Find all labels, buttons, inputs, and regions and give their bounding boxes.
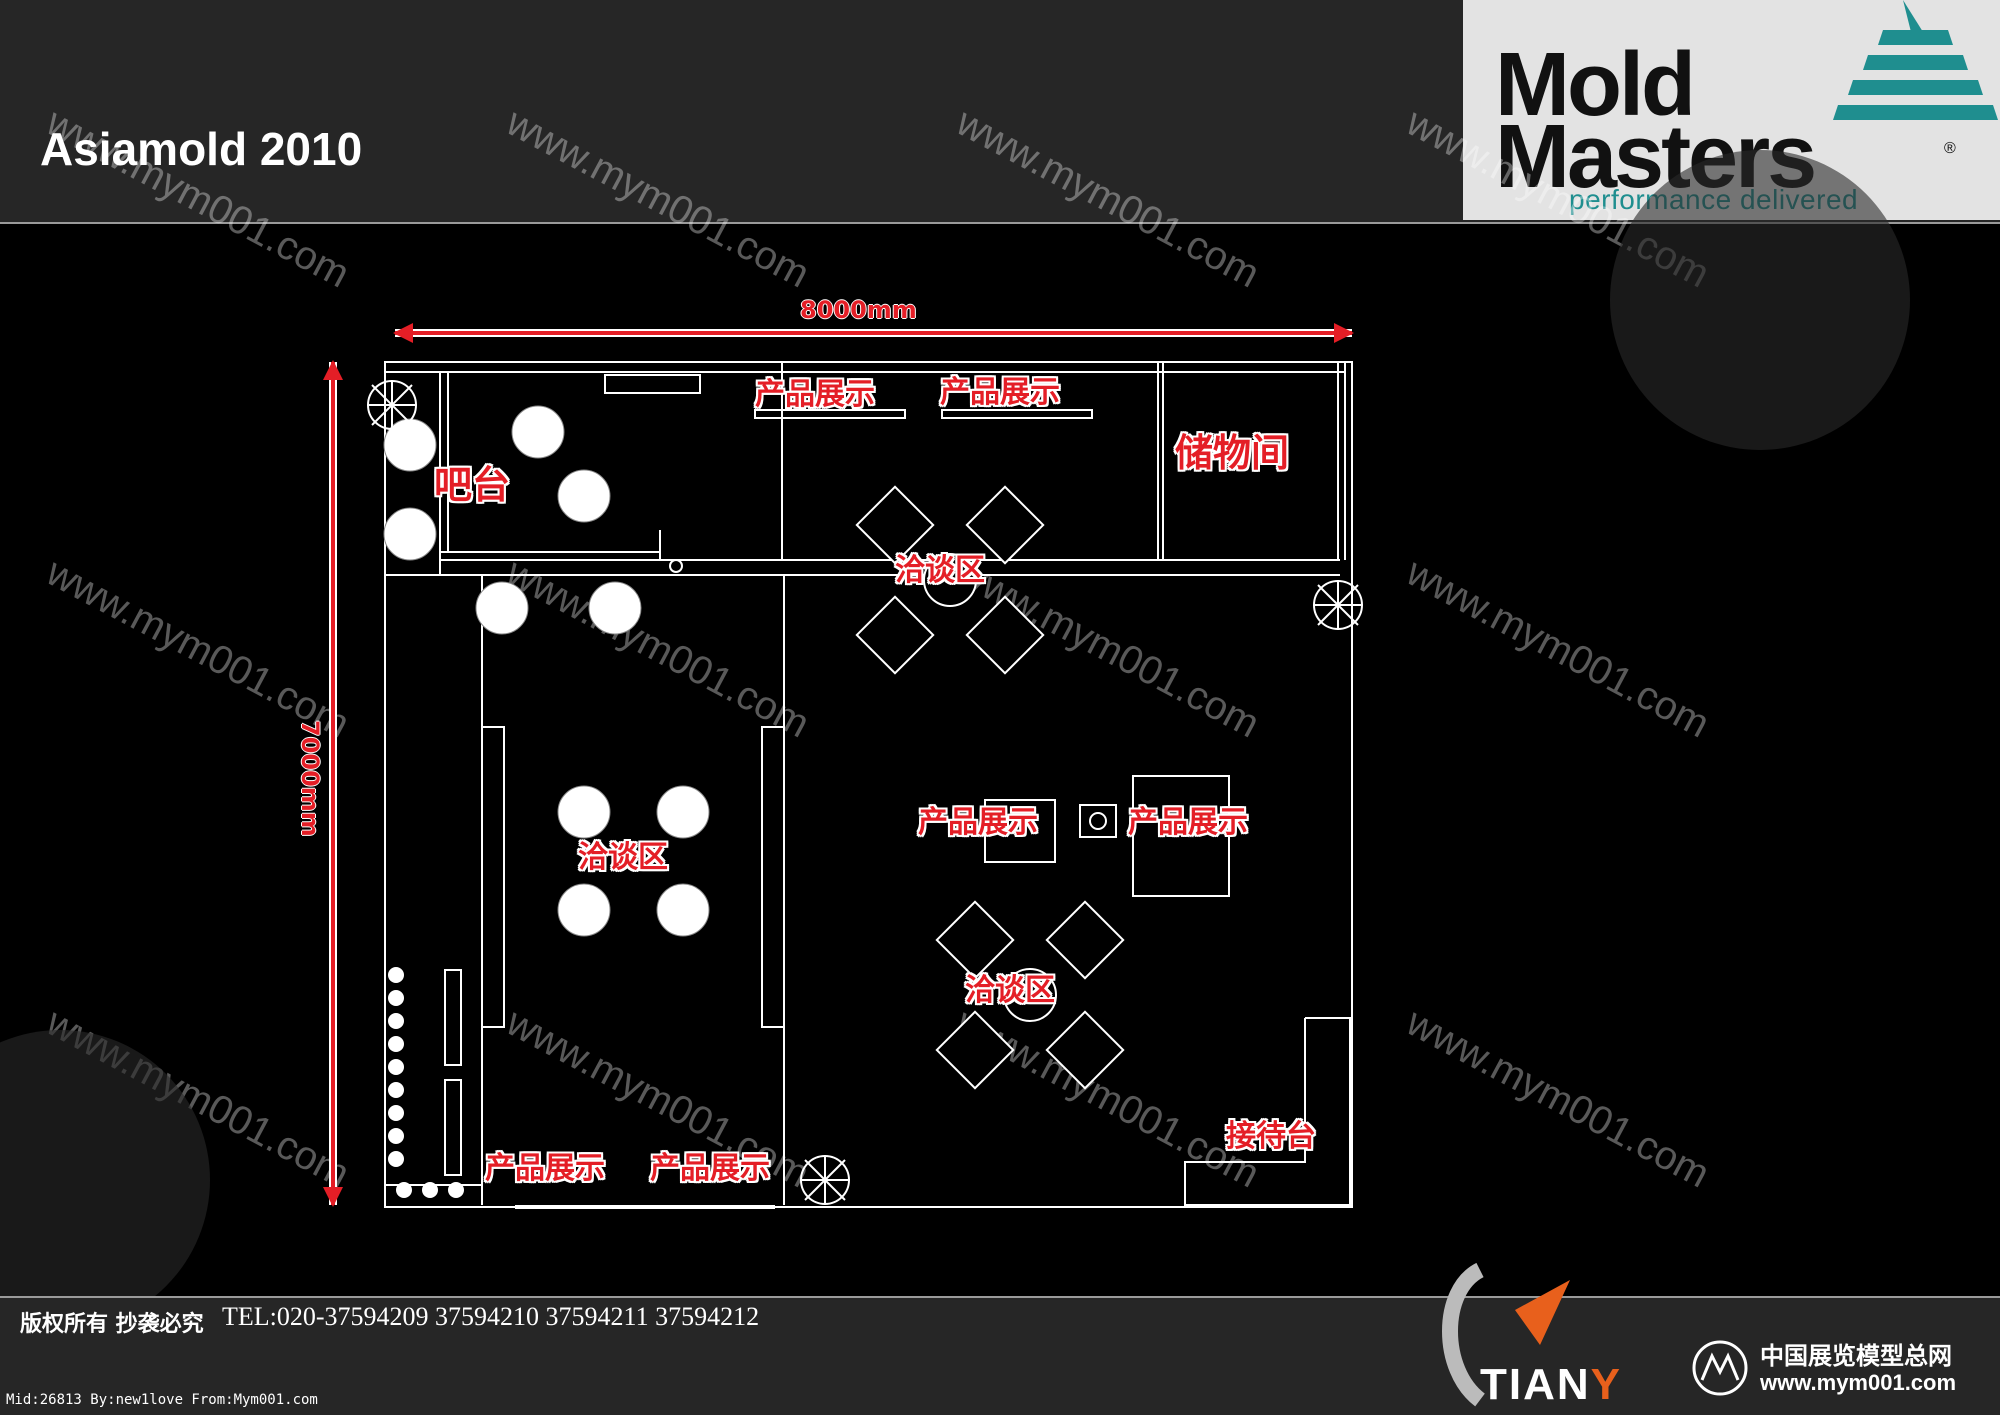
- zone-label-storage: 储物间: [1175, 431, 1290, 475]
- zone-label-display: 产品展示: [485, 1151, 605, 1186]
- logo-word-mold: Mold: [1495, 35, 1696, 135]
- logo-mark-icon: [1833, 0, 1998, 120]
- booth-outline: [384, 361, 1353, 1208]
- plant-icon: [367, 380, 1363, 1205]
- footer-divider: [0, 1296, 2000, 1298]
- chair-group-bottom: [935, 900, 1125, 1090]
- tianyi-brand-y: Y: [1590, 1360, 1623, 1409]
- zone-label-negotiation: 洽谈区: [578, 840, 668, 875]
- zone-label-display: 产品展示: [650, 1151, 770, 1186]
- mym-logo-icon: [1692, 1340, 1748, 1396]
- zone-label-display: 产品展示: [755, 377, 875, 412]
- tianyi-brand: TIANY: [1480, 1360, 1622, 1410]
- width-dimension-label: 8000mm: [800, 296, 917, 324]
- page-title: Asiamold 2010: [40, 123, 363, 175]
- chair-group-top: [855, 485, 1045, 675]
- zone-label-bar: 吧台: [434, 463, 511, 507]
- copyright-notice: 版权所有 抄袭必究: [20, 1312, 204, 1337]
- logo-registered-mark: ®: [1944, 140, 1956, 157]
- zone-label-reception: 接待台: [1226, 1119, 1316, 1154]
- zone-label-negotiation: 洽谈区: [965, 973, 1055, 1008]
- height-dimension-label: 7000mm: [296, 720, 324, 837]
- zone-label-display: 产品展示: [1128, 805, 1248, 840]
- site-name-cn: 中国展览模型总网: [1760, 1342, 1952, 1370]
- model-id-line: Mid:26813 By:new1love From:Mym001.com: [6, 1392, 318, 1408]
- zone-label-display: 产品展示: [918, 805, 1038, 840]
- footer-bar: [0, 1296, 2000, 1415]
- zone-label-display: 产品展示: [940, 375, 1060, 410]
- site-url: www.mym001.com: [1760, 1370, 1957, 1395]
- header-divider: [0, 222, 2000, 224]
- telephone-numbers: TEL:020-37594209 37594210 37594211 37594…: [222, 1302, 760, 1331]
- storage-room: [1162, 361, 1339, 561]
- tianyi-brand-prefix: TIAN: [1480, 1360, 1591, 1409]
- zone-label-negotiation: 洽谈区: [895, 553, 985, 588]
- tianyi-logo-icon: [1442, 1262, 1570, 1407]
